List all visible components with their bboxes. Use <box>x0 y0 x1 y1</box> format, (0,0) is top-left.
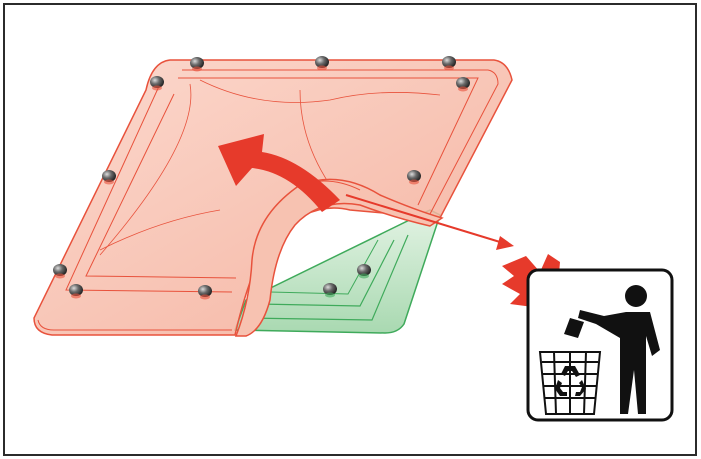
screw-icon <box>456 77 470 92</box>
screws <box>53 56 470 300</box>
screw-icon <box>102 170 116 185</box>
screw-icon <box>323 283 337 298</box>
screw-icon <box>198 285 212 300</box>
recycle-bin-pictogram-icon <box>526 268 674 422</box>
peeled-flap <box>234 178 444 337</box>
screw-icon <box>150 76 164 91</box>
protective-film <box>33 59 513 336</box>
screw-icon <box>407 170 421 185</box>
screw-icon <box>53 264 67 279</box>
screw-icon <box>357 264 371 279</box>
to-bin-arrow-icon <box>345 194 514 250</box>
trash-basket <box>538 351 602 415</box>
recycle-symbol-icon <box>555 366 586 396</box>
screw-icon <box>315 56 329 71</box>
screw-icon <box>442 56 456 71</box>
peel-arrow-icon <box>218 134 340 212</box>
screw-icon <box>190 57 204 72</box>
screw-icon <box>69 284 83 299</box>
